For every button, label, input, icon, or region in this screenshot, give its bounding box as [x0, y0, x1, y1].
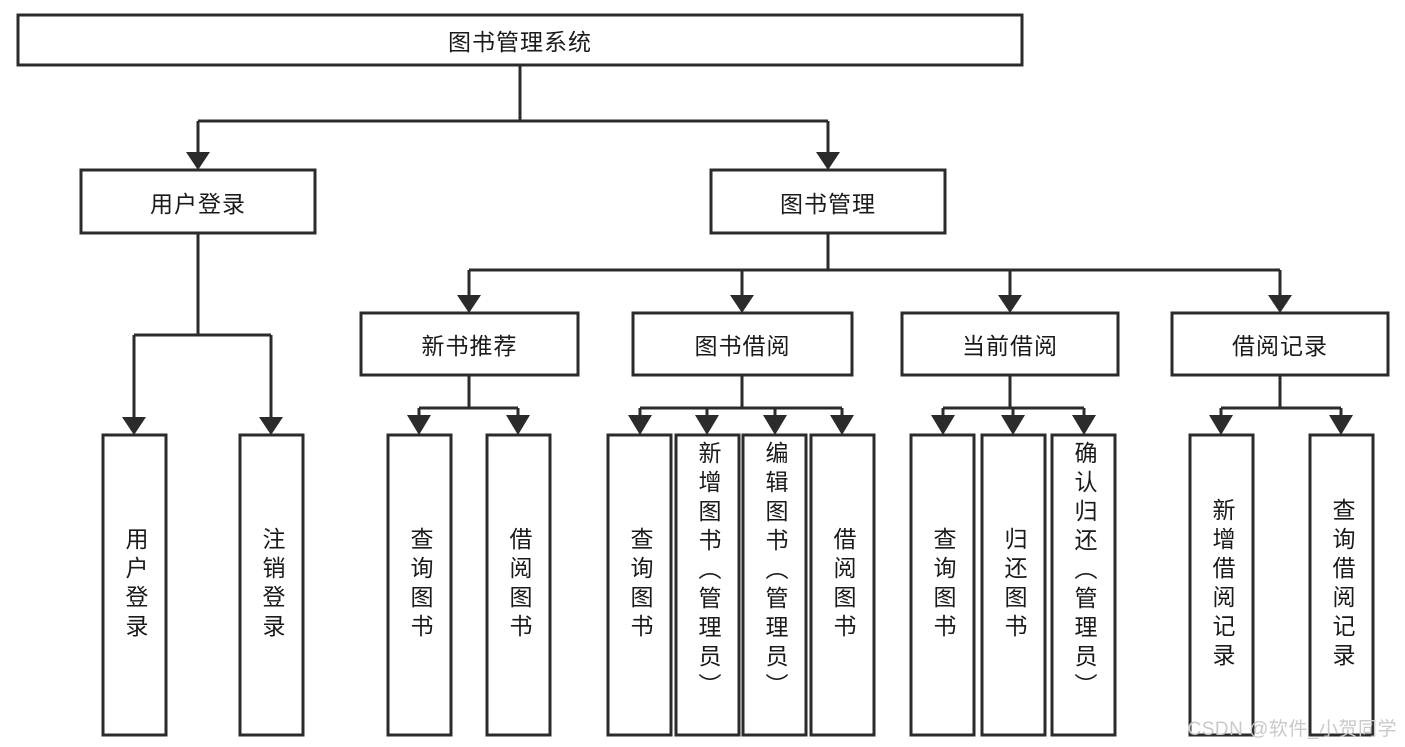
connector-group-newbook [407, 375, 530, 435]
connector-group-book-manage [457, 233, 1292, 313]
leaf-box-7[interactable] [809, 433, 876, 737]
arrow-book-to-borrow [730, 295, 754, 313]
arrow-root-to-book [816, 152, 840, 170]
arrow-book-to-current [998, 295, 1022, 313]
node-box-root[interactable] [16, 13, 1024, 67]
arrow-current-leaf2 [1001, 415, 1025, 435]
leaf-box-12[interactable] [1308, 433, 1375, 737]
leaf-box-0[interactable] [101, 433, 168, 737]
arrow-newbook-leaf1 [407, 415, 431, 435]
arrow-book-to-newbook [457, 295, 481, 313]
node-box-new-book-recommend[interactable] [359, 311, 580, 377]
csdn-watermark: CSDN @软件_小贺同学 [1187, 719, 1397, 740]
arrow-record-leaf2 [1329, 415, 1353, 435]
leaf-box-2[interactable] [386, 433, 453, 737]
arrow-borrow-leaf3 [763, 415, 787, 435]
connector-group-borrow [628, 375, 854, 435]
connector-group-record [1209, 375, 1353, 435]
node-box-current-borrow[interactable] [900, 311, 1120, 377]
leaf-box-4[interactable] [606, 433, 673, 737]
arrow-record-leaf1 [1209, 415, 1233, 435]
arrow-user-leaf1 [122, 417, 146, 435]
leaf-box-11[interactable] [1188, 433, 1255, 737]
leaf-box-6[interactable] [741, 433, 808, 737]
leaf-box-1[interactable] [238, 433, 305, 737]
arrow-borrow-leaf4 [830, 415, 854, 435]
leaf-box-10[interactable] [1050, 433, 1117, 737]
connector-group-current [931, 375, 1096, 435]
arrow-root-to-user [186, 152, 210, 170]
leaf-box-8[interactable] [909, 433, 976, 737]
connector-group-root [186, 65, 840, 170]
arrow-user-leaf2 [259, 417, 283, 435]
leaf-box-9[interactable] [980, 433, 1047, 737]
node-box-borrow-record[interactable] [1170, 311, 1390, 377]
arrow-book-to-record [1268, 295, 1292, 313]
arrow-newbook-leaf2 [506, 415, 530, 435]
node-box-book-borrow[interactable] [631, 311, 854, 377]
leaf-box-5[interactable] [674, 433, 741, 737]
arrow-borrow-leaf2 [695, 415, 719, 435]
arrow-current-leaf3 [1072, 415, 1096, 435]
arrow-current-leaf1 [931, 415, 955, 435]
connector-group-user-login [122, 233, 283, 435]
node-box-user-login[interactable] [79, 168, 317, 235]
node-box-book-management[interactable] [709, 168, 947, 235]
leaf-box-3[interactable] [485, 433, 552, 737]
arrow-borrow-leaf1 [628, 415, 652, 435]
